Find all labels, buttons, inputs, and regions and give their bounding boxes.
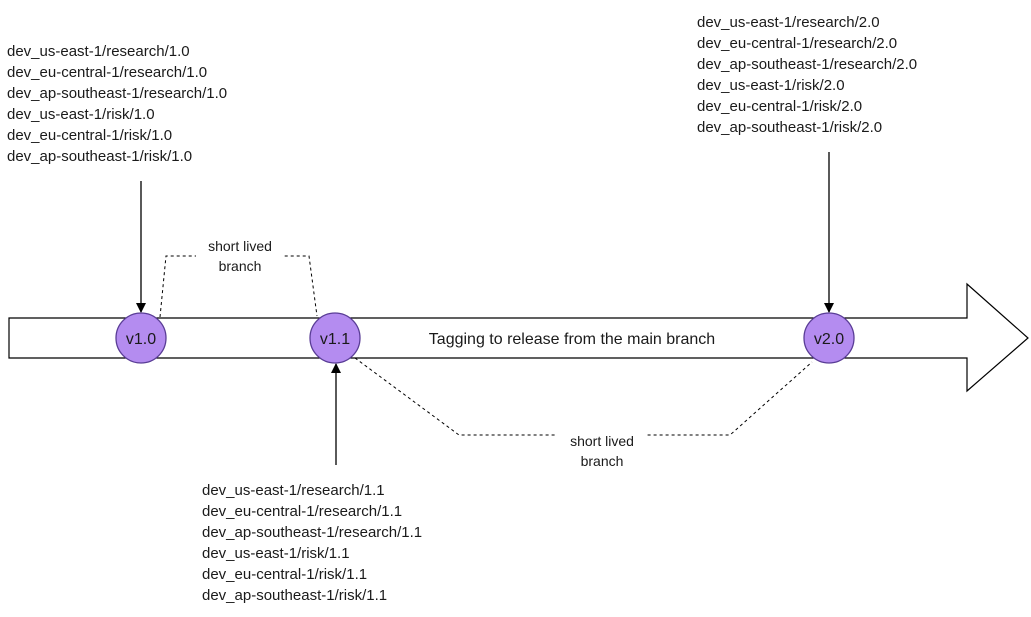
tag-item: dev_ap-southeast-1/risk/1.0 [7,148,193,165]
tag-item: dev_us-east-1/research/1.0 [7,43,190,60]
version-label-v1-0: v1.0 [126,331,156,348]
main-branch-arrow [8,282,1029,393]
tag-list-v1-0: dev_us-east-1/research/1.0 dev_eu-centra… [7,41,227,167]
version-label-v2-0: v2.0 [814,331,844,348]
tag-item: dev_ap-southeast-1/research/1.0 [7,85,228,102]
version-node-v1-1: v1.1 [309,312,361,364]
tag-item: dev_eu-central-1/research/1.0 [7,64,208,81]
main-branch-label: Tagging to release from the main branch [429,331,715,348]
tag-item: dev_eu-central-1/risk/1.1 [202,566,368,583]
tag-item: dev_us-east-1/risk/2.0 [697,77,845,94]
branch-2-label-line1: short lived [570,433,634,449]
version-node-v1-0: v1.0 [115,312,167,364]
tag-item: dev_us-east-1/risk/1.0 [7,106,155,123]
version-node-v2-0: v2.0 [803,312,855,364]
tag-item: dev_us-east-1/research/1.1 [202,482,385,499]
tag-item: dev_us-east-1/risk/1.1 [202,545,350,562]
tag-item: dev_ap-southeast-1/research/2.0 [697,56,918,73]
tag-item: dev_eu-central-1/risk/1.0 [7,127,173,144]
branch-2-label-line2: branch [581,453,624,469]
branch-1-label-line2: branch [219,258,262,274]
version-label-v1-1: v1.1 [320,331,350,348]
tag-item: dev_ap-southeast-1/risk/1.1 [202,587,388,604]
short-lived-branch-2-path [354,357,813,436]
tag-item: dev_eu-central-1/research/2.0 [697,35,898,52]
branch-1-label-line1: short lived [208,238,272,254]
tag-list-v1-1: dev_us-east-1/research/1.1 dev_eu-centra… [202,480,422,606]
tag-item: dev_eu-central-1/risk/2.0 [697,98,863,115]
tag-item: dev_ap-southeast-1/risk/2.0 [697,119,883,136]
tag-item: dev_eu-central-1/research/1.1 [202,503,403,520]
tag-item: dev_ap-southeast-1/research/1.1 [202,524,423,541]
tag-list-v2-0: dev_us-east-1/research/2.0 dev_eu-centra… [697,12,917,138]
tag-item: dev_us-east-1/research/2.0 [697,14,880,31]
